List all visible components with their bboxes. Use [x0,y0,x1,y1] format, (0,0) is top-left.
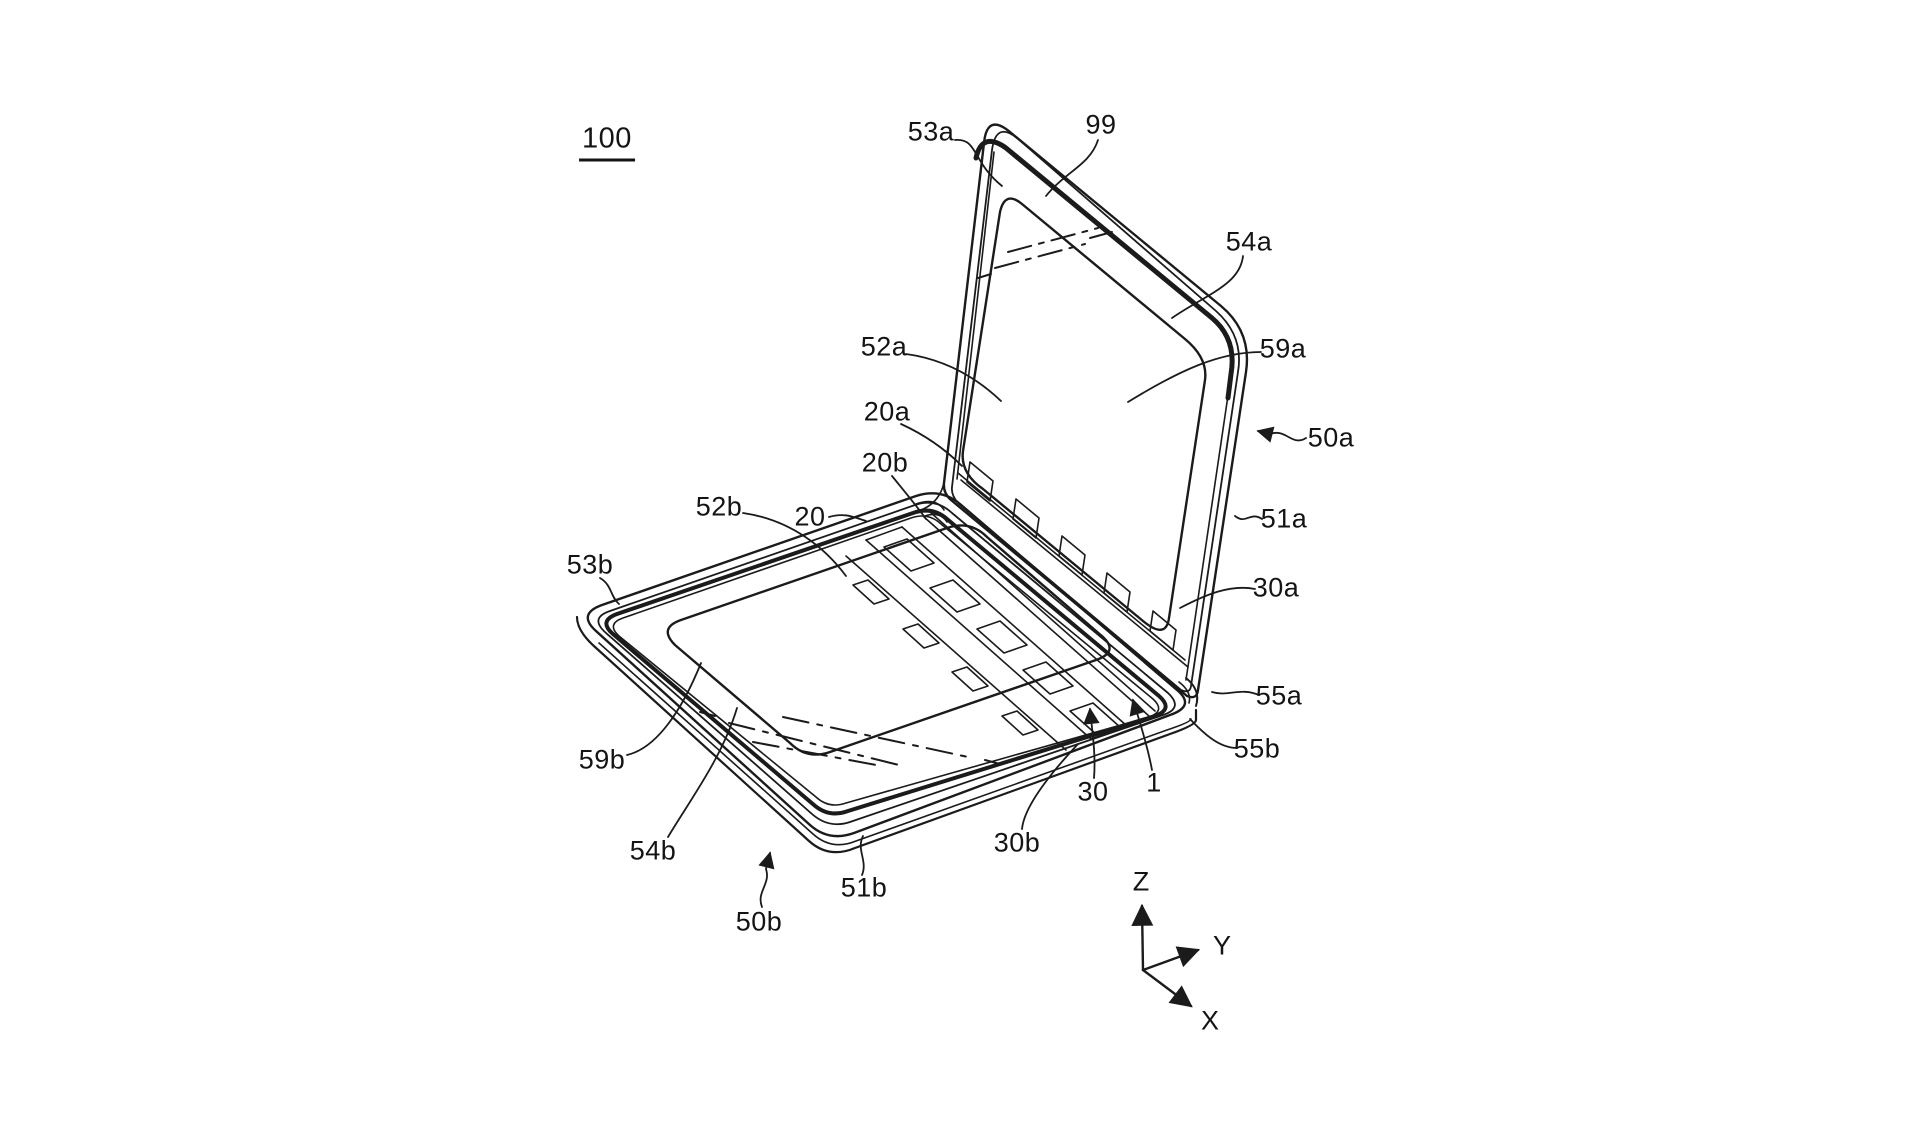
leader-55a [1211,690,1260,696]
x-axis-arrow [1141,968,1193,1008]
lower-housing-outline [575,492,1198,854]
hinge-and-boards [845,461,1199,751]
leader-59b [626,662,702,756]
y-axis-arrow [1141,946,1201,972]
upper-display-area [961,197,1207,631]
leader-99 [1045,139,1099,197]
z-axis-arrow [1131,903,1154,972]
leader-51a [1234,515,1263,521]
leader-50b [758,851,775,908]
leader-30 [1083,707,1100,779]
leader-1 [1129,698,1153,771]
lower-display-area [666,524,1111,767]
leader-53a [954,139,1003,187]
upper-display-glare-lines [977,227,1113,279]
leader-50a [1256,426,1307,443]
leader-30a [1179,586,1256,609]
leader-20b [891,475,927,520]
leader-59a [1127,351,1262,403]
upper-housing-outline [942,123,1249,699]
leader-55b [1189,718,1238,749]
leader-54a [1171,255,1244,319]
leader-20 [828,514,867,522]
leader-53b [599,577,620,605]
leader-54b [667,707,738,838]
leader-20a [900,423,963,467]
axis-indicator [1131,903,1201,1008]
leader-30b [1021,743,1079,830]
lower-display-glare-lines [699,711,1001,767]
leader-lines [599,139,1307,908]
leader-51b [859,835,865,876]
leader-52a [905,353,1002,402]
leader-52b [742,512,847,577]
